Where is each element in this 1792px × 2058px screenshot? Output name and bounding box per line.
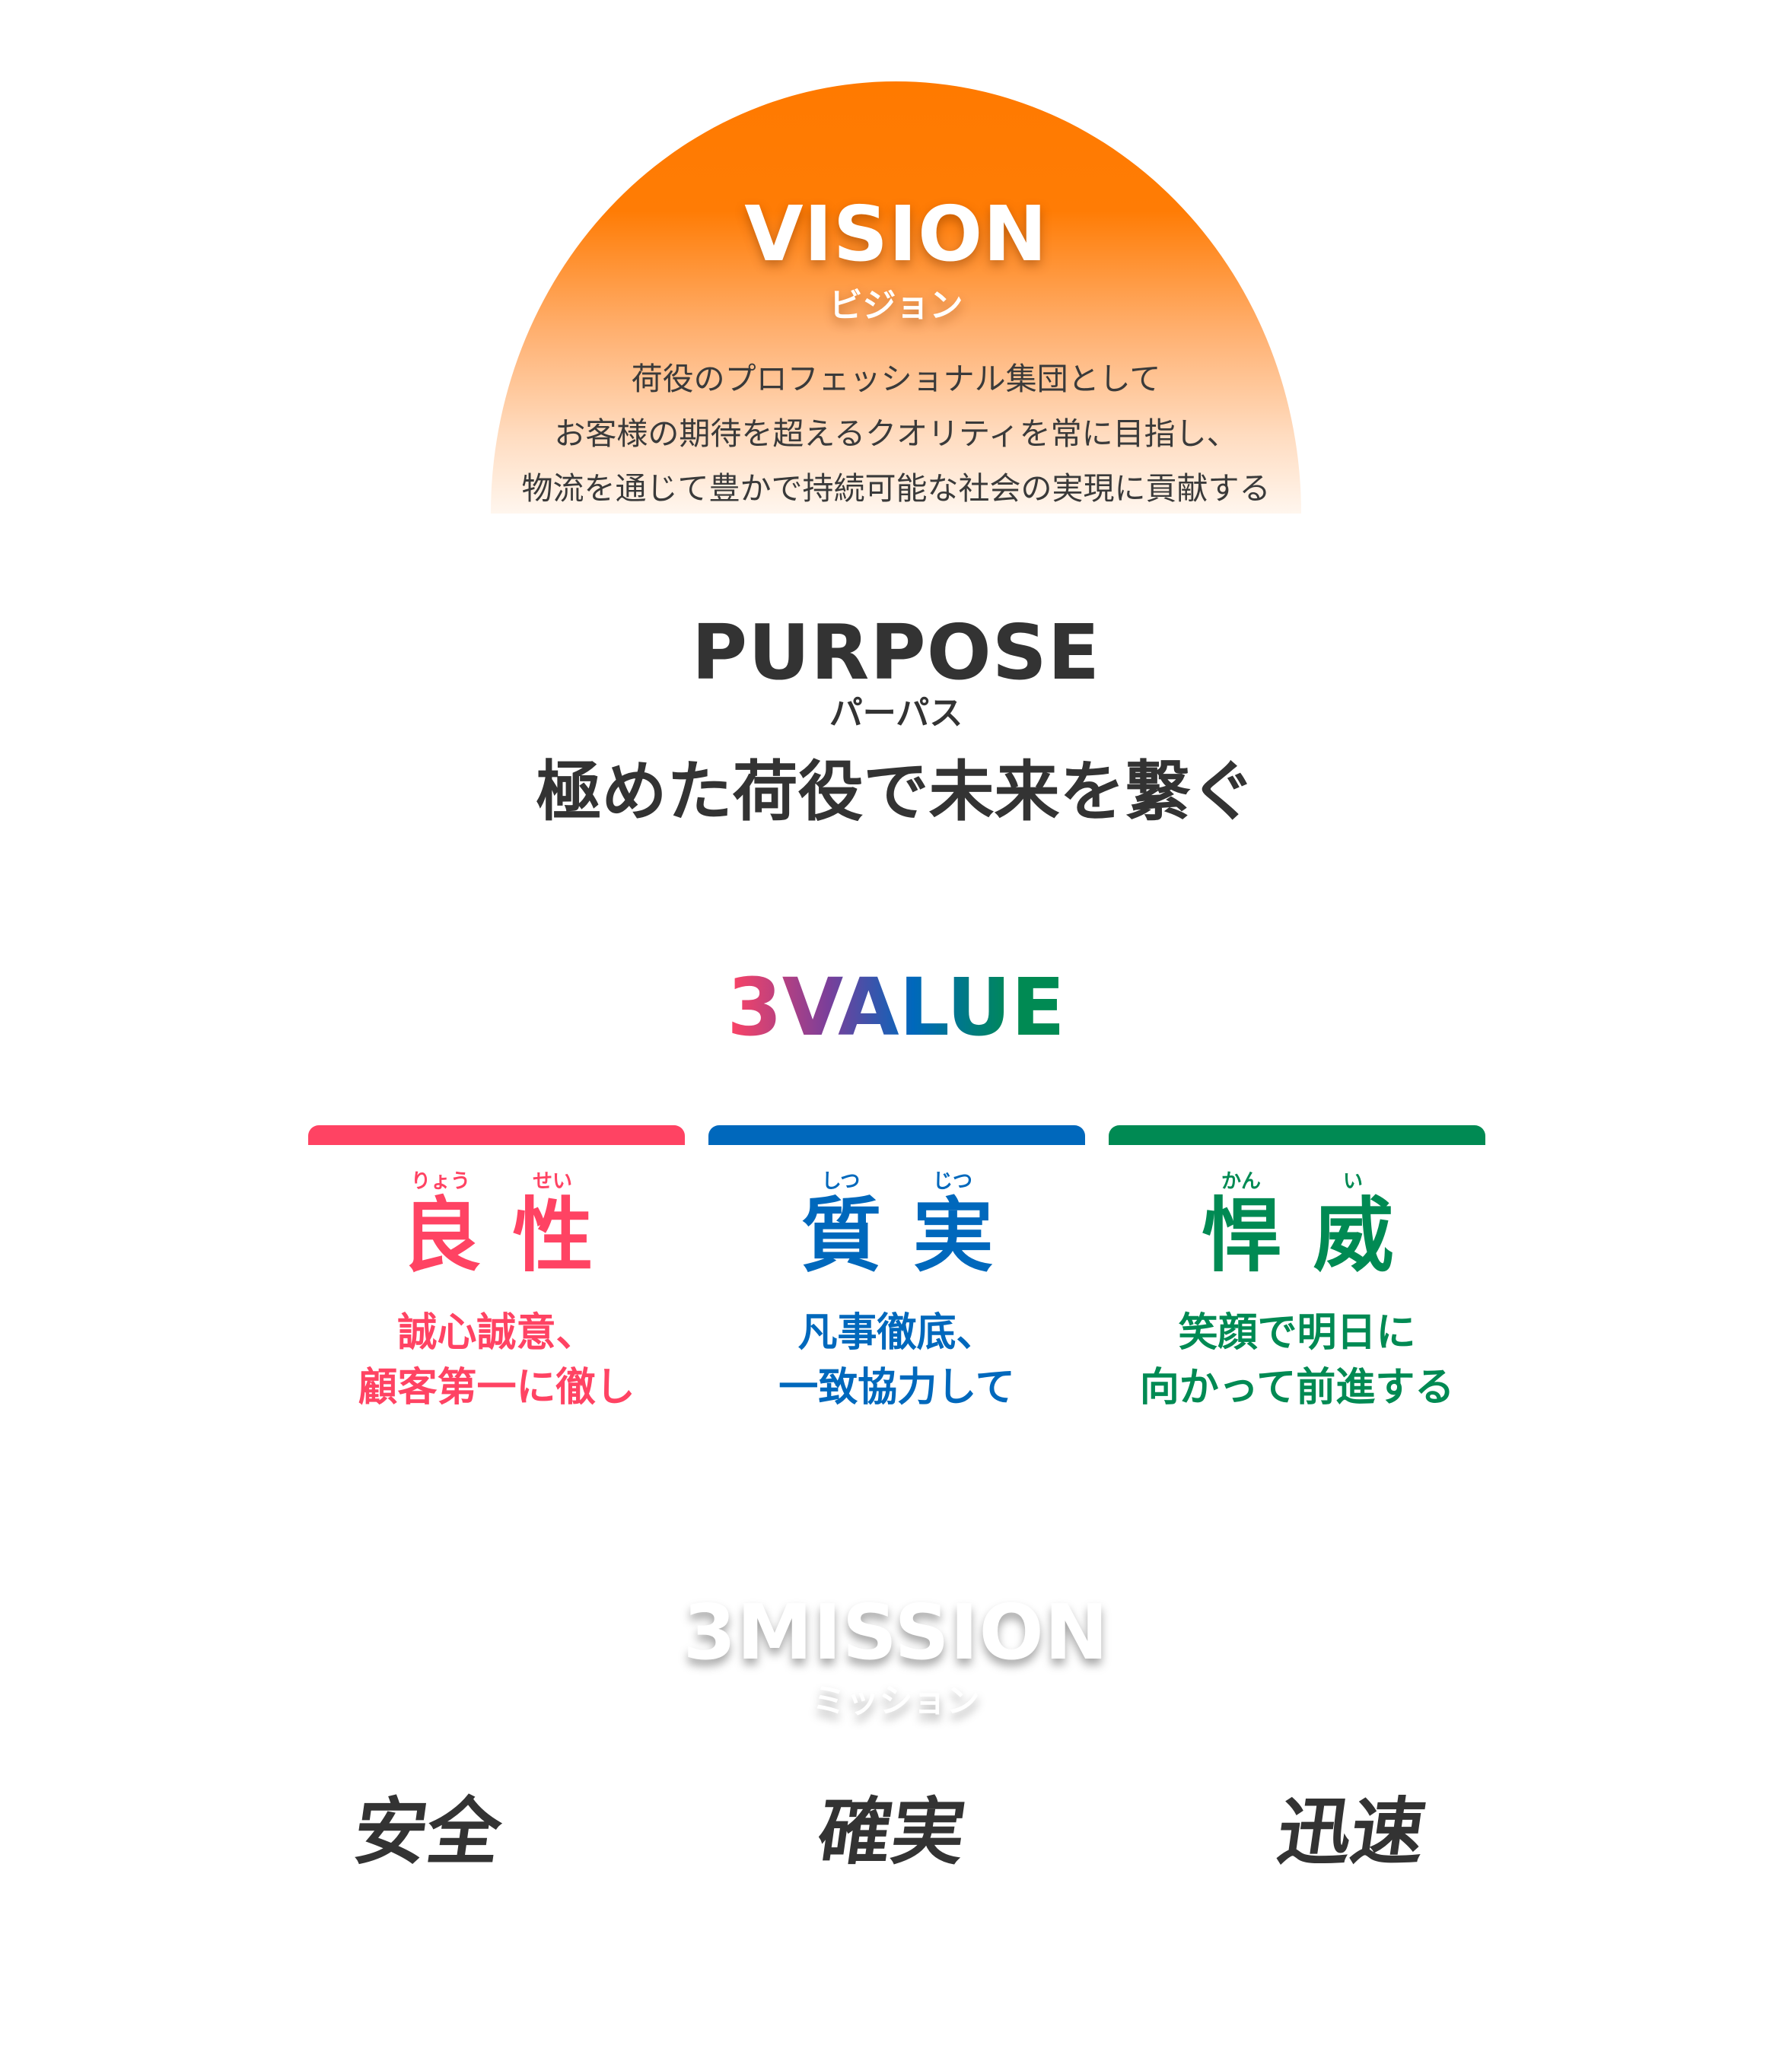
purpose-statement: 極めた荷役で未来を繋ぐ [536, 754, 1256, 830]
furigana: りょう [410, 1170, 470, 1193]
value-card-shitsujitsu: しつ じつ 質実 凡事徹底、一致協力して [708, 1172, 1085, 1415]
vision-statement: 荷役のプロフェッショナル集団として お客様の期待を超えるクオリティを常に目指し、… [0, 351, 1792, 516]
value-bar-ryosei [308, 1125, 685, 1145]
furigana: じつ [932, 1170, 972, 1193]
value-bar-shitsujitsu [708, 1125, 1085, 1145]
value-kanji: 威 [1313, 1189, 1394, 1283]
vision-title: VISION [744, 189, 1048, 278]
purpose-subtitle: パーパス [829, 694, 963, 733]
value-title: 3VALUE [727, 961, 1065, 1054]
furigana: しつ [821, 1170, 861, 1193]
vision-line: お客様の期待を超えるクオリティを常に目指し、 [554, 415, 1238, 452]
value-card-ryosei: りょう せい 良性 誠心誠意、顧客第一に徹し [308, 1172, 685, 1415]
value-desc-line: 顧客第一に徹し [358, 1365, 635, 1411]
vision-line: 荷役のプロフェッショナル集団として [631, 361, 1161, 397]
value-kanji: 質 [801, 1189, 882, 1283]
vision-subtitle: ビジョン [829, 286, 963, 325]
value-desc-line: 凡事徹底、 [797, 1310, 996, 1356]
mission-item-speed: 迅速 [1272, 1789, 1431, 1875]
mission-subtitle: ミッション [812, 1681, 980, 1720]
value-kanji: 実 [912, 1189, 994, 1283]
value-desc-line: 向かって前進する [1139, 1365, 1455, 1411]
furigana: い [1342, 1170, 1363, 1193]
value-desc-line: 一致協力して [778, 1365, 1015, 1411]
value-kanji: 性 [512, 1189, 594, 1283]
value-kanji: 悍 [1201, 1189, 1282, 1283]
value-desc-line: 誠心誠意、 [397, 1310, 596, 1356]
value-card-kani: かん い 悍威 笑顔で明日に向かって前進する [1109, 1172, 1485, 1415]
mission-item-certainty: 確実 [813, 1789, 971, 1875]
value-bar-kani [1109, 1125, 1485, 1145]
furigana: せい [532, 1170, 572, 1193]
vision-line: 物流を通じて豊かで持続可能な社会の実現に貢献する [521, 470, 1271, 507]
mission-title: 3MISSION [683, 1588, 1109, 1677]
value-kanji: 良 [400, 1189, 482, 1283]
value-desc-line: 笑顔で明日に [1178, 1310, 1416, 1356]
mission-item-safety: 安全 [349, 1789, 507, 1875]
furigana: かん [1221, 1170, 1261, 1193]
purpose-title: PURPOSE [691, 608, 1101, 697]
